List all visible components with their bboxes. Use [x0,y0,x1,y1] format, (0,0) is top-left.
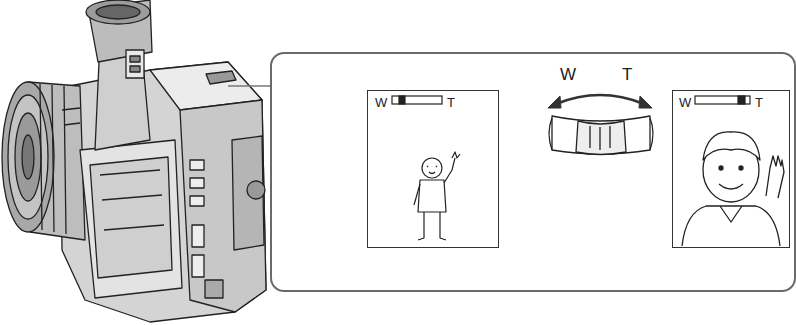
zoom-arrow [548,95,652,108]
camcorder-body-part [130,56,140,62]
telephoto-figure-part [703,138,759,202]
wide-figure [414,152,460,240]
telephoto-figure-part [719,166,723,170]
camcorder-body-part [80,140,182,298]
camcorder-body-part [190,160,204,170]
zoom-letter: T [622,66,632,83]
wide-figure-part [427,166,437,174]
zoom-letter: W [375,96,387,109]
telephoto-figure-part [719,184,743,189]
wide-figure-part [444,158,455,183]
camcorder-body-part [190,196,204,206]
leader-line [228,85,271,87]
telephoto-figure [682,132,784,246]
viewfinder-screen: WT [672,90,790,248]
wide-figure-part [452,152,460,158]
zoom-lever-part [590,126,610,150]
viewfinder-screen: WT [367,90,499,248]
camcorder-body-part [192,225,204,247]
zoom-lever-part [552,116,650,154]
camcorder-body-part [180,100,266,312]
zoom-letter: W [560,66,576,83]
zoom-callout: WTWTWT [270,52,796,292]
camcorder-body-part [15,113,41,201]
wide-figure-part [418,212,446,240]
camcorder-body-part [2,82,54,232]
telephoto-figure-part [703,132,760,160]
zoom-indicator-bar-part [392,96,442,104]
zoom-letter: W [679,96,691,109]
zoom-indicator-bar-part [738,96,745,104]
camcorder-body-part [100,170,164,230]
camcorder-body-part [126,50,144,78]
zoom-lever-part [576,121,626,155]
zoom-indicator-bar-part [399,96,405,104]
wide-figure-part [418,180,446,212]
camcorder-body-part [205,280,223,298]
camcorder-body-part [22,135,34,179]
zoom-lever [549,116,653,155]
zoom-letter: T [447,96,455,109]
wide-figure-part [422,158,442,178]
telephoto-figure-part [720,206,742,222]
camcorder-body [2,0,266,322]
camcorder-body-part [130,66,140,72]
zoom-arrow-part [548,96,561,108]
camcorder-body-part [86,0,150,24]
camcorder-body-part [90,157,172,278]
camcorder-body-part [96,5,140,19]
zoom-indicator-bar [392,96,750,104]
camcorder-body-part [232,136,264,250]
telephoto-figure-part [766,156,784,198]
zoom-arrow-part [639,96,652,108]
camcorder-body-part [62,108,80,125]
zoom-letter: T [755,96,763,109]
telephoto-figure-part [739,166,743,170]
camcorder-body-part [40,84,66,234]
camcorder-body-part [192,255,204,277]
camcorder-body-part [247,181,265,199]
telephoto-figure-part [682,206,780,246]
camcorder-body-part [190,178,204,188]
camcorder-body-part [60,62,266,322]
zoom-arrow-part [556,95,644,104]
wide-figure-part [414,184,420,205]
zoom-lever-part [549,118,653,150]
camcorder-body-part [206,71,236,84]
zoom-indicator-bar-part [695,96,750,104]
